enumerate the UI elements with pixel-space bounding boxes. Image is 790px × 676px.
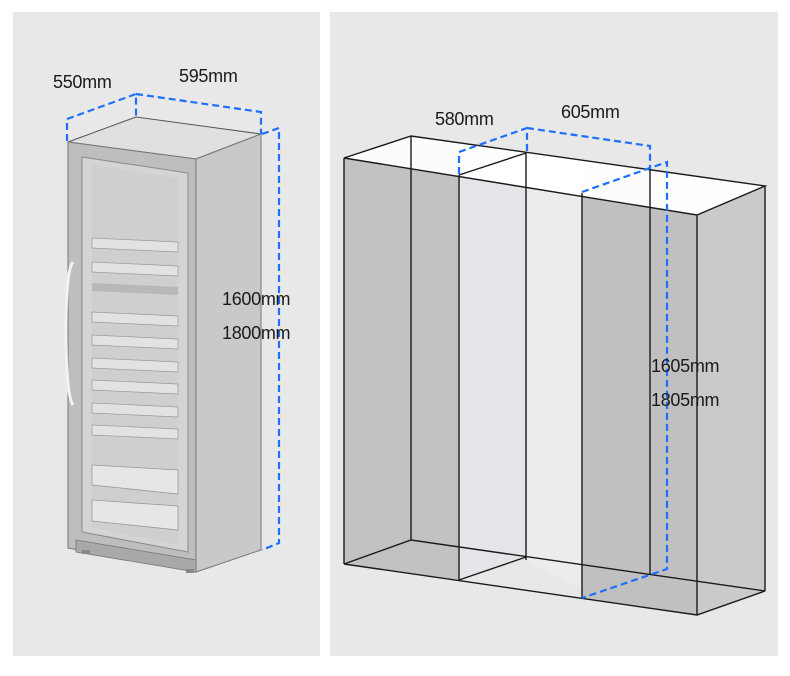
drawer <box>91 464 179 495</box>
height-dimension-line <box>261 126 281 552</box>
width-dimension-line <box>135 92 263 134</box>
wine-shelf <box>91 379 179 395</box>
drawer <box>91 499 179 531</box>
edge <box>458 152 527 176</box>
niche-box <box>343 135 768 616</box>
niche-depth-label: 580mm <box>435 109 494 129</box>
wine-shelf <box>91 357 179 373</box>
niche-width-label: 605mm <box>561 102 620 122</box>
edge <box>458 556 527 581</box>
wine-shelf <box>91 311 179 327</box>
niche-right-end <box>697 186 765 615</box>
niche-height-label-min: 1605mm <box>651 356 720 376</box>
cooler-interior <box>92 165 178 545</box>
depth-dimension-line <box>457 126 529 174</box>
cooler-base <box>75 539 197 573</box>
cooler-width-label: 595mm <box>179 66 238 86</box>
door-handle <box>64 261 75 406</box>
foot <box>82 550 90 554</box>
wine-cooler <box>64 116 262 573</box>
niche-right-front <box>582 193 697 615</box>
cooler-height-label-min: 1600mm <box>222 289 291 309</box>
foot <box>186 569 194 573</box>
cooler-dimension-lines <box>65 92 281 552</box>
niche-height-label-max: 1805mm <box>651 390 720 410</box>
cooler-height-label-max: 1800mm <box>222 323 291 343</box>
shelves <box>91 237 179 440</box>
wine-shelf <box>91 424 179 440</box>
wine-shelf <box>91 402 179 418</box>
niche-left-front2 <box>344 158 459 580</box>
cooler-depth-label: 550mm <box>53 72 112 92</box>
drawers <box>91 464 179 531</box>
wine-shelf <box>91 237 179 253</box>
cooler-side <box>195 133 262 573</box>
niche-opening-left <box>459 153 526 580</box>
edge <box>343 539 766 616</box>
wine-shelf <box>91 261 179 277</box>
niche-top-gap <box>459 153 582 193</box>
zone-divider <box>92 283 178 295</box>
niche-back-wall <box>526 153 582 590</box>
wine-shelf <box>91 334 179 350</box>
niche-dimension-lines <box>457 126 669 600</box>
height-dimension-line <box>581 160 669 600</box>
width-dimension-line <box>526 126 652 168</box>
depth-dimension-line <box>65 92 138 141</box>
